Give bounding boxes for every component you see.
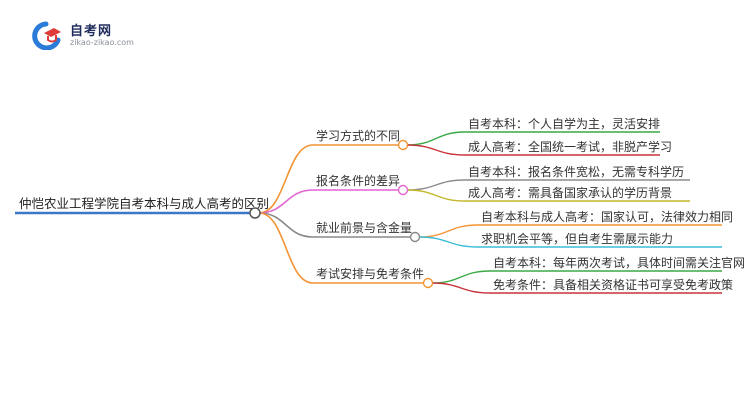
logo-mark-icon (32, 21, 61, 50)
edge-branch-4-leaf-1 (431, 270, 491, 284)
branch-collapse-toggle-1[interactable] (397, 139, 409, 151)
leaf-label-4-2[interactable]: 免考条件：具备相关资格证书可享受免考政策 (493, 277, 733, 292)
edge-branch-3-leaf-2 (418, 236, 479, 248)
branch-label-1[interactable]: 学习方式的不同 (316, 128, 400, 143)
edge-root-branch-4 (258, 212, 314, 284)
edge-branch-2-leaf-2 (406, 189, 466, 202)
branch-collapse-toggle-2[interactable] (397, 184, 409, 196)
edge-root-branch-2 (258, 189, 314, 214)
leaf-label-3-2[interactable]: 求职机会平等，但自考生需展示能力 (481, 232, 673, 246)
branch-label-4[interactable]: 考试安排与免考条件 (316, 266, 424, 281)
edge-branch-1-leaf-2 (406, 144, 466, 156)
branch-label-3[interactable]: 就业前景与含金量 (316, 220, 412, 235)
leaf-label-2-1[interactable]: 自考本科：报名条件宽松，无需专科学历 (468, 164, 684, 179)
leaf-label-1-2[interactable]: 成人高考：全国统一考试，非脱产学习 (468, 139, 672, 154)
mindmap-nodes: 仲恺农业工程学院自考本科与成人高考的区别 学习方式的不同 自考本科：个人自学为主，灵… (15, 116, 745, 294)
edge-branch-3-leaf-1 (418, 224, 479, 238)
mindmap-edges (258, 131, 491, 294)
edge-branch-4-leaf-2 (431, 282, 491, 294)
site-logo[interactable]: 自考网 zikao-zikao.com (30, 18, 150, 52)
root-node-label[interactable]: 仲恺农业工程学院自考本科与成人高考的区别 (19, 196, 269, 211)
edge-branch-2-leaf-1 (406, 179, 466, 191)
edge-branch-1-leaf-1 (406, 131, 466, 146)
branch-label-2[interactable]: 报名条件的差异 (316, 173, 400, 188)
leaf-label-4-1[interactable]: 自考本科：每年两次考试，具体时间需关注官网 (493, 255, 745, 270)
leaf-label-1-1[interactable]: 自考本科：个人自学为主，灵活安排 (468, 116, 660, 131)
logo-title: 自考网 (70, 24, 113, 39)
edge-root-branch-1 (258, 144, 314, 214)
root-collapse-toggle[interactable] (249, 207, 261, 219)
leaf-label-2-2[interactable]: 成人高考：需具备国家承认的学历背景 (468, 185, 672, 200)
branch-collapse-toggle-4[interactable] (422, 277, 434, 289)
edge-root-branch-3 (258, 212, 314, 238)
logo-url: zikao-zikao.com (70, 38, 134, 47)
leaf-label-3-1[interactable]: 自考本科与成人高考：国家认可，法律效力相同 (481, 209, 733, 224)
branch-collapse-toggle-3[interactable] (409, 231, 421, 243)
